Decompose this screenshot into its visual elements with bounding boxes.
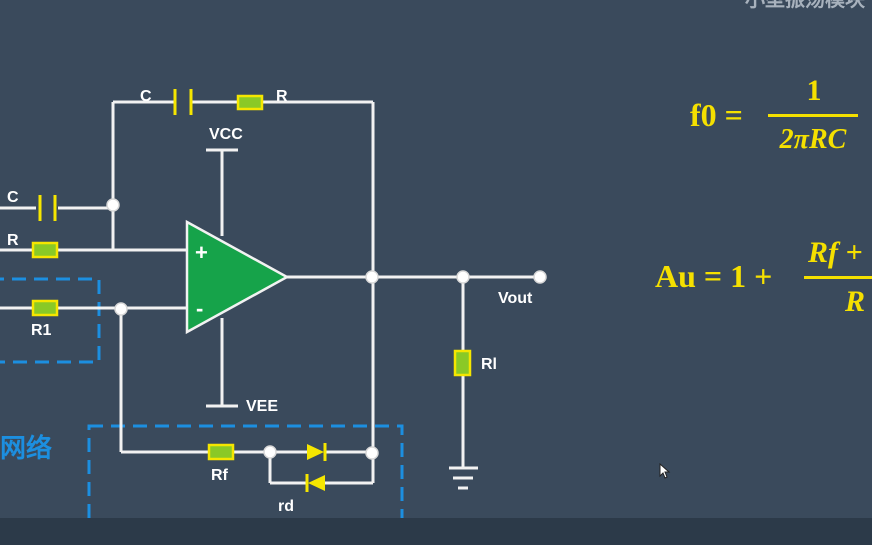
feedback-resistor-label: R [276, 88, 288, 105]
f0-lhs: f0 = [690, 97, 743, 133]
mouse-cursor-icon [659, 463, 671, 479]
feedback-capacitor [173, 89, 193, 115]
feedback-resistor [236, 94, 264, 111]
f0-formula: f0 = 1 2πRC [690, 74, 858, 155]
au-numerator: Rf + [807, 236, 863, 269]
wires [0, 100, 540, 490]
input-resistor [31, 241, 59, 259]
bottom-bar [0, 518, 872, 545]
junction-nodes [106, 198, 547, 460]
r1-network-box [0, 277, 101, 364]
f0-denominator: 2πRC [779, 124, 847, 155]
top-faded-text: 小型振荡模块 [745, 0, 866, 11]
vout-label: Vout [498, 290, 533, 307]
vcc-label: VCC [209, 126, 243, 143]
plus-sign: + [195, 240, 208, 265]
rd-label: rd [278, 498, 294, 515]
feedback-network-box [87, 424, 404, 524]
r1-label: R1 [31, 322, 52, 339]
input-capacitor-label: C [7, 189, 19, 206]
minus-sign: - [196, 296, 203, 321]
diode-forward [307, 443, 327, 461]
au-lhs: Au = 1 + [655, 258, 772, 294]
au-formula: Au = 1 + Rf + R [655, 236, 872, 318]
au-denominator: R [844, 285, 865, 318]
op-amp-triangle [185, 219, 290, 335]
f0-fraction-bar [768, 114, 858, 117]
rf-resistor [207, 443, 235, 461]
r1-resistor [31, 299, 59, 317]
diode-reverse [305, 474, 325, 492]
feedback-capacitor-label: C [140, 88, 152, 105]
vout-terminal [533, 270, 547, 284]
load-resistor [453, 349, 472, 377]
input-capacitor [38, 195, 57, 221]
au-fraction-bar [804, 276, 872, 279]
f0-numerator: 1 [807, 74, 822, 107]
network-label: 网络 [0, 433, 52, 463]
rf-label: Rf [211, 467, 229, 484]
input-resistor-label: R [7, 232, 19, 249]
rl-label: Rl [481, 356, 497, 373]
vee-label: VEE [246, 398, 278, 415]
